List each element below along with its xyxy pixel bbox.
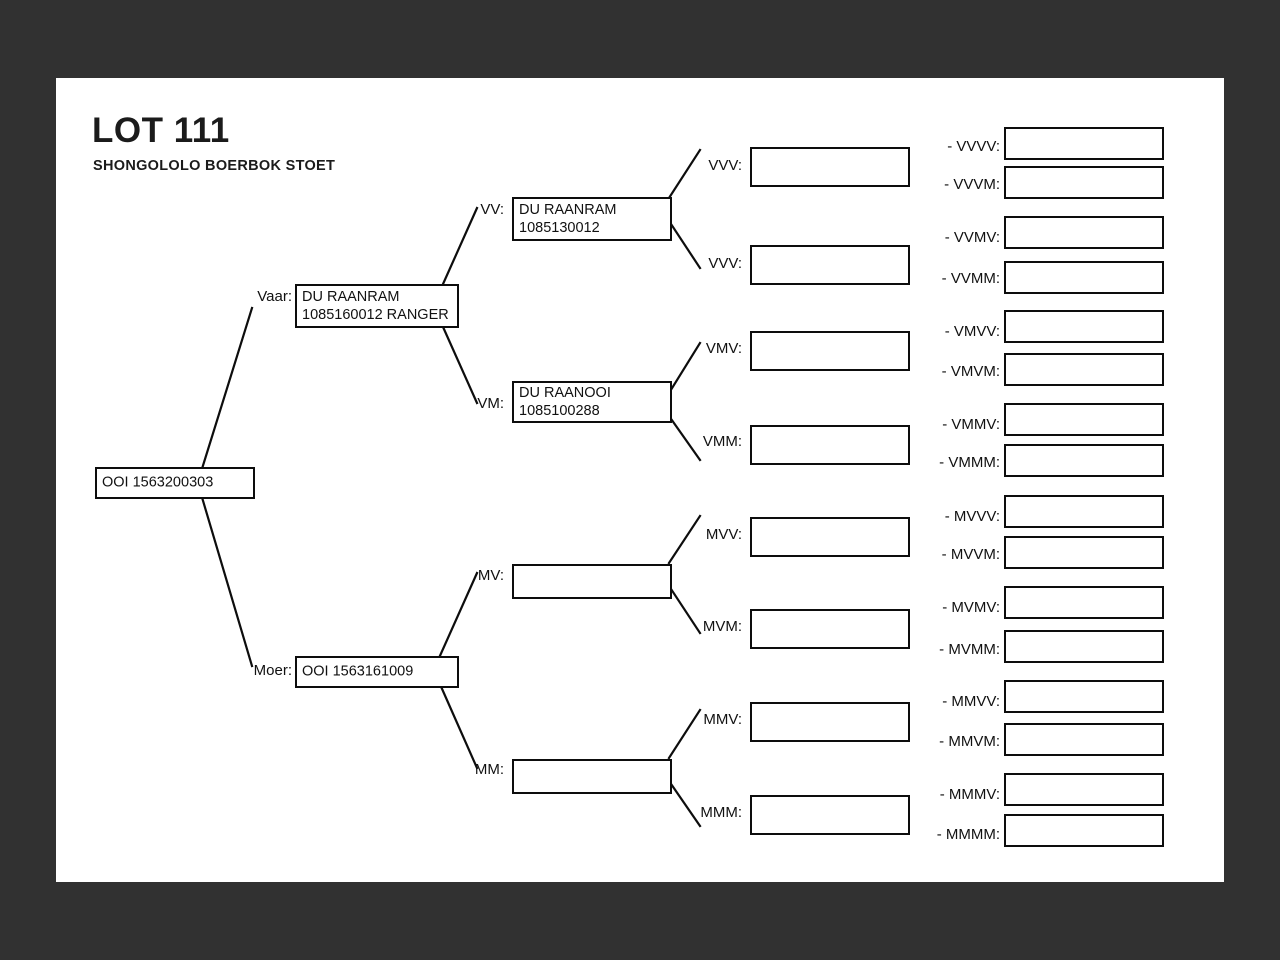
node-mvm[interactable]	[750, 609, 910, 649]
label-mmvv: - MMVV:	[942, 693, 1000, 710]
node-vaar-value: DU RAANRAM 1085160012 RANGER	[302, 289, 449, 323]
node-vmm[interactable]	[750, 425, 910, 465]
document-page: LOT 111 SHONGOLOLO BOERBOK STOET OOI 156…	[56, 78, 1224, 882]
label-vvvv: - VVVV:	[947, 138, 1000, 155]
label-vvmm: - VVMM:	[941, 270, 1000, 287]
node-vv-value: DU RAANRAM 1085130012	[519, 202, 617, 236]
node-vvv-2[interactable]	[750, 245, 910, 285]
node-vvvm[interactable]	[1004, 166, 1164, 199]
label-vaar: Vaar:	[257, 288, 292, 305]
node-root[interactable]: OOI 1563200303	[95, 467, 255, 499]
label-vv: VV:	[480, 201, 504, 218]
label-mmv: MMV:	[703, 711, 742, 728]
pedigree-chart: LOT 111 SHONGOLOLO BOERBOK STOET OOI 156…	[56, 78, 1224, 882]
node-mmm[interactable]	[750, 795, 910, 835]
node-moer[interactable]: OOI 1563161009	[295, 656, 459, 688]
label-mvvm: - MVVM:	[941, 546, 1000, 563]
node-mvv[interactable]	[750, 517, 910, 557]
node-moer-value: OOI 1563161009	[302, 663, 414, 680]
node-mvvv[interactable]	[1004, 495, 1164, 528]
label-vmmv: - VMMV:	[942, 416, 1000, 433]
node-mvmm[interactable]	[1004, 630, 1164, 663]
node-mmv[interactable]	[750, 702, 910, 742]
label-vvvm: - VVVM:	[944, 176, 1000, 193]
node-mvmv[interactable]	[1004, 586, 1164, 619]
label-vmv: VMV:	[705, 340, 742, 357]
label-mmm: MMM:	[700, 804, 742, 821]
label-vvmv: - VVMV:	[944, 229, 1000, 246]
node-vmvm[interactable]	[1004, 353, 1164, 386]
node-mmmv[interactable]	[1004, 773, 1164, 806]
label-vmvm: - VMVM:	[941, 363, 1000, 380]
label-vmvv: - VMVV:	[944, 323, 1000, 340]
label-mvmm: - MVMM:	[939, 641, 1000, 658]
node-mmvm[interactable]	[1004, 723, 1164, 756]
label-vvv-1: VVV:	[708, 157, 742, 174]
label-mvm: MVM:	[702, 618, 742, 635]
node-mmvv[interactable]	[1004, 680, 1164, 713]
label-mmmm: - MMMM:	[936, 826, 1000, 843]
node-vvmv[interactable]	[1004, 216, 1164, 249]
node-vm[interactable]: DU RAANOOI 1085100288	[512, 381, 672, 423]
node-vaar[interactable]: DU RAANRAM 1085160012 RANGER	[295, 284, 459, 328]
node-vvvv[interactable]	[1004, 127, 1164, 160]
node-vmmm[interactable]	[1004, 444, 1164, 477]
label-mm: MM:	[474, 761, 504, 778]
node-vv[interactable]: DU RAANRAM 1085130012	[512, 197, 672, 241]
label-vvv-2: VVV:	[708, 255, 742, 272]
label-vm: VM:	[477, 395, 504, 412]
node-mm[interactable]	[512, 759, 672, 794]
label-mvv: MVV:	[705, 526, 742, 543]
node-mv[interactable]	[512, 564, 672, 599]
label-mmvm: - MMVM:	[939, 733, 1000, 750]
page-subtitle: SHONGOLOLO BOERBOK STOET	[93, 158, 336, 174]
node-vm-value: DU RAANOOI 1085100288	[519, 385, 611, 419]
label-vmmm: - VMMM:	[939, 454, 1000, 471]
label-mvvv: - MVVV:	[944, 508, 1000, 525]
node-vmv[interactable]	[750, 331, 910, 371]
node-vvv-1[interactable]	[750, 147, 910, 187]
label-mmmv: - MMMV:	[939, 786, 1000, 803]
node-vmmv[interactable]	[1004, 403, 1164, 436]
label-mvmv: - MVMV:	[942, 599, 1000, 616]
label-moer: Moer:	[253, 662, 292, 679]
node-vvmm[interactable]	[1004, 261, 1164, 294]
page-title: LOT 111	[92, 111, 230, 150]
node-mvvm[interactable]	[1004, 536, 1164, 569]
label-vmm: VMM:	[702, 433, 742, 450]
node-vmvv[interactable]	[1004, 310, 1164, 343]
node-mmmm[interactable]	[1004, 814, 1164, 847]
node-root-value: OOI 1563200303	[102, 474, 214, 491]
label-mv: MV:	[477, 567, 504, 584]
